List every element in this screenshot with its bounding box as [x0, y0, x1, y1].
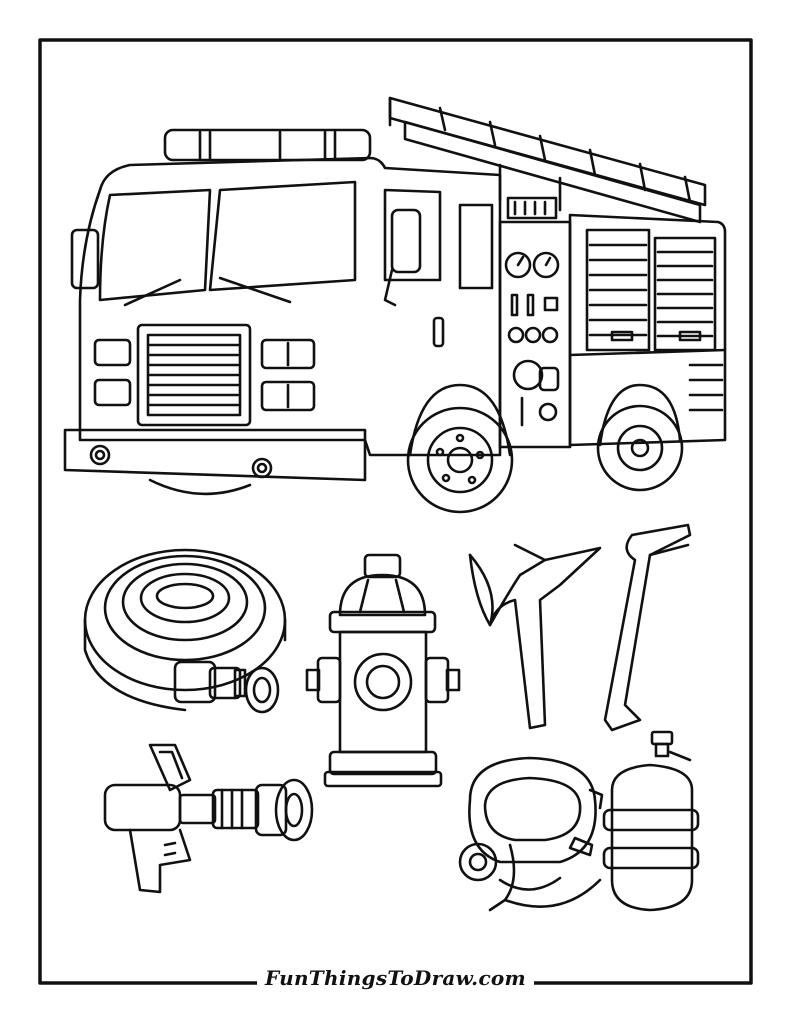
fire-hose-icon — [83, 548, 287, 714]
fire-hydrant-icon — [305, 553, 461, 788]
breathing-mask-icon — [458, 756, 604, 912]
fire-axe-icon — [468, 543, 602, 730]
site-credit-text[interactable]: FunThingsToDraw.com — [256, 966, 535, 990]
air-tank-icon — [602, 730, 700, 912]
hose-nozzle-icon — [103, 743, 314, 894]
halligan-bar-icon — [603, 523, 692, 732]
footer-credit[interactable]: FunThingsToDraw.com — [0, 966, 791, 990]
fire-truck-icon — [63, 96, 727, 514]
